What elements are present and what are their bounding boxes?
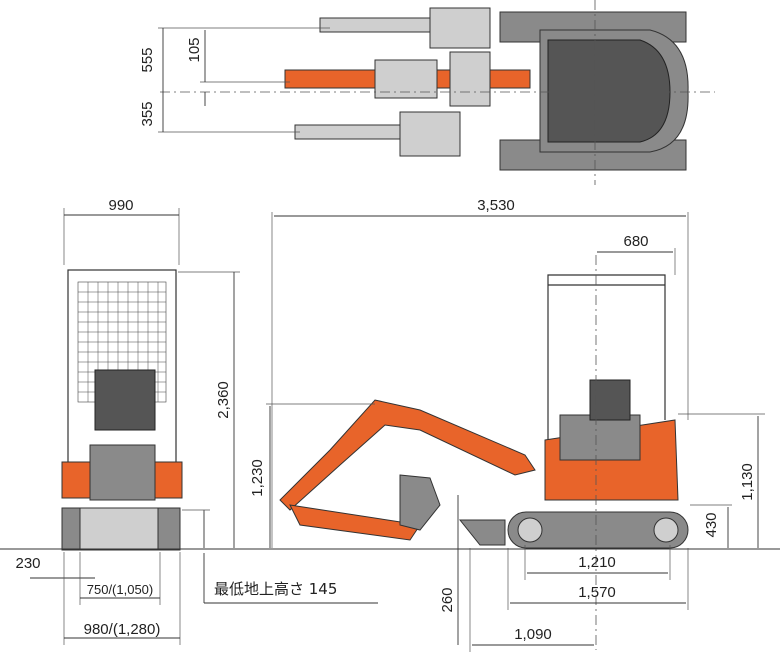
top-bracket-upper xyxy=(429,7,491,49)
dim-overall-height: 2,360 xyxy=(215,381,232,419)
side-view: 3,530 680 1,230 1,130 430 1,210 1,570 26… xyxy=(249,197,765,652)
side-track xyxy=(507,511,689,549)
dim-overall-length: 3,530 xyxy=(477,197,515,214)
dim-front-width: 990 xyxy=(108,197,133,214)
dim-track-gauge-ground: 1,210 xyxy=(578,554,616,571)
dim-track-gauge: 750/(1,050) xyxy=(87,582,154,597)
dim-top-355: 355 xyxy=(139,101,156,126)
top-view: 555 105 355 xyxy=(139,0,715,185)
side-arm xyxy=(289,504,421,541)
dim-counterweight-height: 1,130 xyxy=(739,463,756,501)
top-canopy xyxy=(547,39,671,143)
dim-track-length: 1,570 xyxy=(578,584,616,601)
front-swing-frame xyxy=(89,444,156,501)
side-canopy xyxy=(547,274,666,440)
dim-canopy-depth: 680 xyxy=(623,233,648,250)
side-seat xyxy=(589,379,631,421)
side-bucket xyxy=(399,474,441,531)
dim-blade-reach: 1,090 xyxy=(514,626,552,643)
side-boom xyxy=(279,399,536,511)
dim-track-width: 980/(1,280) xyxy=(84,621,161,638)
note-min-ground-clearance: 最低地上高さ 145 xyxy=(214,580,337,598)
side-engine-cover xyxy=(559,414,641,461)
dim-top-105: 105 xyxy=(186,37,203,62)
top-bracket-lower xyxy=(399,111,461,157)
front-view: 990 2,360 230 750/(1,050) 980/(1,280) xyxy=(15,197,240,645)
side-blade xyxy=(458,519,506,546)
front-seat xyxy=(94,369,156,431)
dim-blade-depth: 260 xyxy=(439,587,456,612)
top-boom-foot xyxy=(449,51,491,107)
dim-blade-edge: 230 xyxy=(15,555,40,572)
front-track-frame xyxy=(79,507,159,551)
dim-track-height: 430 xyxy=(703,512,720,537)
dim-top-555: 555 xyxy=(139,47,156,72)
dim-boom-height: 1,230 xyxy=(249,459,266,497)
